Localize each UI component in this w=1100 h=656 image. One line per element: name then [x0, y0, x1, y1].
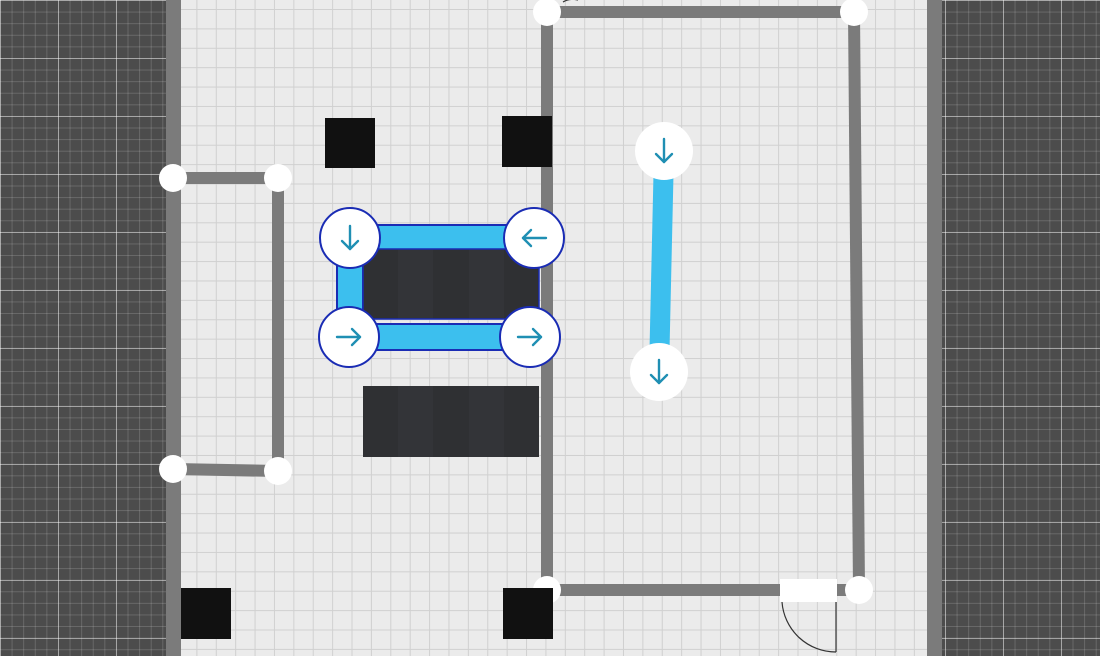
table[interactable] [469, 249, 504, 319]
selection-box [362, 248, 540, 320]
outside-area-right [942, 0, 1100, 656]
exterior-wall-left[interactable] [166, 0, 181, 656]
pillar[interactable] [503, 588, 553, 639]
table[interactable] [504, 386, 539, 457]
door-swing-arc [781, 601, 837, 653]
door-swing-small [562, 0, 578, 3]
pillar[interactable] [502, 116, 552, 167]
table[interactable] [469, 386, 504, 457]
pillar[interactable] [325, 118, 375, 168]
wall-segment[interactable] [172, 463, 279, 477]
connector-handle-top[interactable] [635, 122, 693, 180]
table[interactable] [363, 386, 398, 457]
outside-area-left [0, 0, 166, 656]
table[interactable] [398, 249, 433, 319]
table-row-lower[interactable] [363, 386, 539, 457]
connector-line[interactable] [649, 151, 674, 373]
large-room[interactable] [533, 0, 873, 653]
wall-segment[interactable] [848, 11, 865, 591]
wall-node[interactable] [264, 457, 292, 485]
resize-handle-bottom-left[interactable] [318, 306, 380, 368]
table[interactable] [433, 386, 469, 457]
selected-table-group[interactable] [318, 207, 565, 368]
wall-node[interactable] [264, 164, 292, 192]
connector-handle-bottom[interactable] [630, 343, 688, 401]
blue-connector[interactable] [630, 122, 693, 401]
wall-node[interactable] [159, 455, 187, 483]
wall-node[interactable] [159, 164, 187, 192]
wall-node[interactable] [845, 576, 873, 604]
table[interactable] [433, 249, 469, 319]
table[interactable] [398, 386, 433, 457]
wall-node[interactable] [840, 0, 868, 26]
wall-node[interactable] [533, 0, 561, 26]
pillar[interactable] [181, 588, 231, 639]
door-opening[interactable] [780, 579, 837, 602]
resize-handle-top-right[interactable] [503, 207, 565, 269]
resize-handle-top-left[interactable] [319, 207, 381, 269]
resize-handle-bottom-right[interactable] [499, 306, 561, 368]
exterior-wall-right[interactable] [927, 0, 942, 656]
small-room[interactable] [159, 164, 292, 485]
